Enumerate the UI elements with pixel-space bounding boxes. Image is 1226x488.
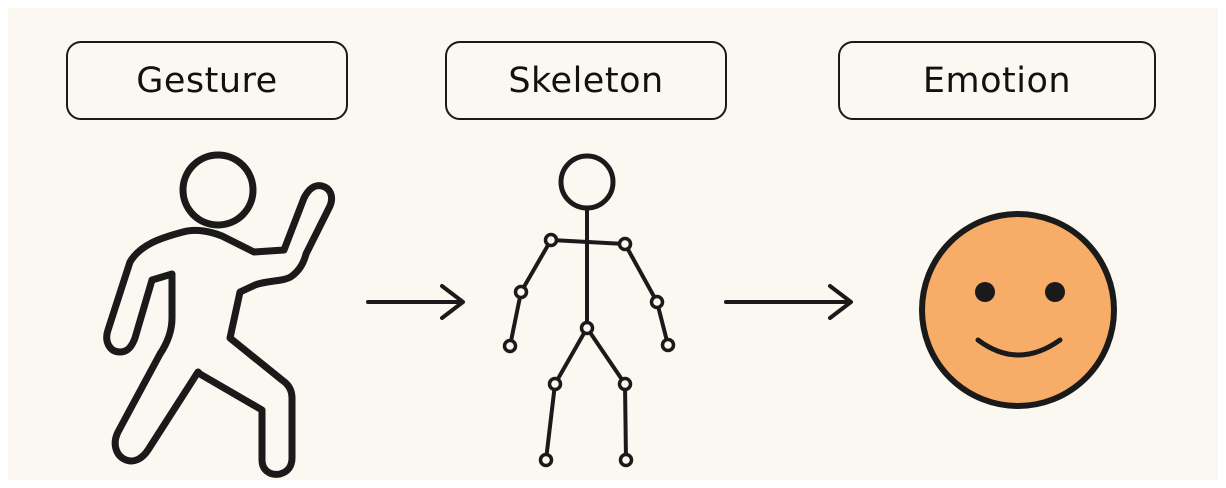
arrow-right-icon	[724, 284, 853, 320]
skeleton-icon	[502, 153, 676, 468]
skeleton-head	[558, 153, 616, 211]
skeleton-joint	[660, 337, 676, 353]
skeleton-joint	[502, 338, 518, 354]
arrow-right-icon	[366, 284, 465, 320]
smiley-face	[919, 211, 1117, 409]
person-body-outline	[103, 182, 336, 478]
skeleton-label-box: Skeleton	[445, 41, 727, 120]
skeleton-joint	[617, 236, 633, 252]
person-gesture-icon	[103, 151, 336, 478]
smiley-left-eye	[975, 282, 995, 302]
smiley-right-eye	[1045, 282, 1065, 302]
emotion-label-box: Emotion	[838, 41, 1156, 120]
smiley-mouth	[975, 337, 1063, 358]
skeleton-joint	[617, 376, 633, 392]
person-head	[179, 151, 257, 229]
emotion-label: Emotion	[922, 60, 1072, 101]
skeleton-joint	[538, 452, 554, 468]
smiley-face-icon	[919, 211, 1117, 409]
skeleton-joint	[543, 232, 559, 248]
skeleton-joint	[649, 294, 665, 310]
skeleton-joint	[579, 320, 595, 336]
gesture-label: Gesture	[136, 60, 278, 101]
skeleton-joint	[547, 376, 563, 392]
skeleton-label: Skeleton	[508, 60, 664, 101]
gesture-label-box: Gesture	[66, 41, 348, 120]
skeleton-joint	[618, 452, 634, 468]
skeleton-joint	[513, 284, 529, 300]
